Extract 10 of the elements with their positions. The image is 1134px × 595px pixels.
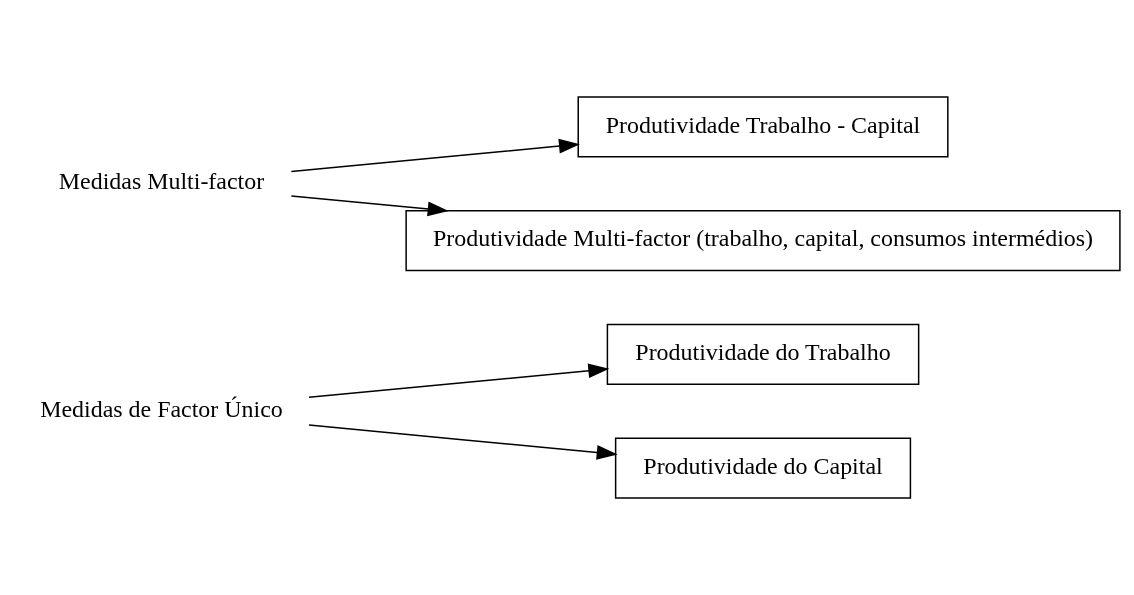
node-box: Produtividade do Capital bbox=[614, 437, 912, 499]
node-box: Produtividade Multi-factor (trabalho, capital, consumos intermédios) bbox=[405, 209, 1121, 272]
node-text: Medidas Multi-factor bbox=[58, 168, 265, 195]
arrow bbox=[290, 195, 449, 217]
node-box: Produtividade Trabalho - Capital bbox=[577, 96, 949, 158]
arrow bbox=[290, 138, 580, 173]
node-text: Medidas de Factor Único bbox=[40, 395, 283, 422]
node-box: Produtividade do Trabalho bbox=[606, 323, 920, 386]
arrow bbox=[308, 363, 610, 399]
arrow bbox=[308, 424, 618, 460]
